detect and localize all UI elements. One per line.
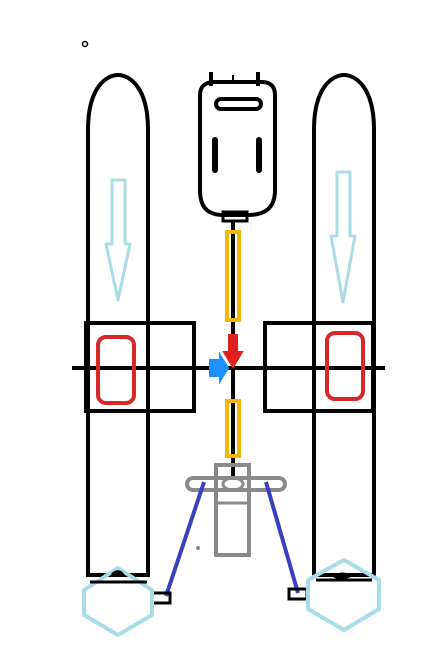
right-foot-mark — [333, 572, 351, 580]
right-mount-pad — [325, 331, 365, 401]
top-left-marker-dot — [81, 40, 89, 48]
hub-small-dot — [196, 546, 200, 550]
left-float-outline — [86, 72, 150, 577]
left-clamp-frame — [84, 321, 196, 413]
blue-pivot-arrow — [209, 351, 230, 385]
lower-shaft-segment — [225, 399, 241, 458]
left-link-bar — [164, 481, 206, 597]
hub-column — [214, 463, 251, 557]
upper-shaft-segment — [225, 230, 241, 322]
left-mount-pad — [96, 335, 136, 405]
left-flow-arrow — [104, 178, 132, 302]
right-hex-foot — [306, 558, 381, 632]
right-link-bar — [264, 481, 300, 594]
right-clamp-frame — [263, 321, 375, 413]
right-flow-arrow — [329, 170, 357, 304]
hub-center-ring — [221, 476, 245, 492]
left-hex-foot — [82, 566, 154, 637]
motor-top-slot — [214, 97, 263, 111]
red-pivot-arrow — [222, 334, 244, 369]
right-float-outline — [312, 72, 376, 577]
left-foot-mark — [111, 570, 124, 577]
